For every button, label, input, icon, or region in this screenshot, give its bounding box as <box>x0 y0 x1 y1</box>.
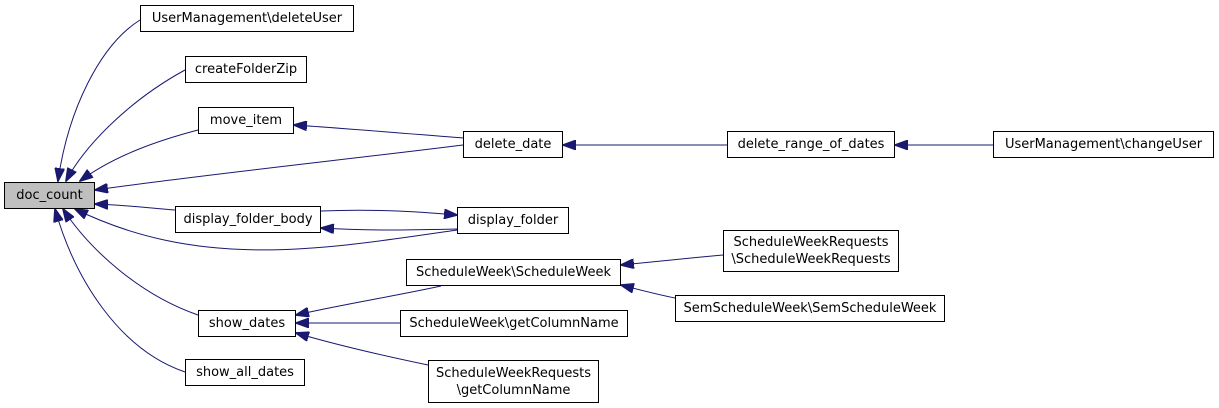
node-label: show_all_dates <box>196 365 294 380</box>
node-scheduleweekrequests-scheduleweekrequests[interactable]: ScheduleWeekRequests \ScheduleWeekRequest… <box>723 230 899 272</box>
edge-displayfolder-to-folderbody <box>321 228 458 230</box>
node-label: UserManagement\changeUser <box>1004 137 1203 152</box>
node-label-line-2: \ScheduleWeekRequests <box>731 252 891 267</box>
node-semscheduleweek-semscheduleweek[interactable]: SemScheduleWeek\SemScheduleWeek <box>675 295 945 322</box>
node-label: ScheduleWeek\ScheduleWeek <box>415 265 612 280</box>
node-label-line-1: ScheduleWeekRequests <box>436 365 591 381</box>
edge-showdates-to-doccount <box>63 209 199 316</box>
edge-sw-to-showdates <box>296 285 442 315</box>
node-label: delete_range_of_dates <box>737 137 885 152</box>
node-delete-date[interactable]: delete_date <box>463 131 563 158</box>
edge-swrcol-to-showdates <box>296 333 429 366</box>
node-label: UserManagement\deleteUser <box>151 11 343 26</box>
edge-showall-to-doccount <box>55 209 186 373</box>
node-display-folder-body[interactable]: display_folder_body <box>175 206 321 233</box>
edge-deletedate-to-doccount <box>95 144 464 190</box>
edge-createzip-to-doccount <box>66 69 186 181</box>
node-label-line-2: \getColumnName <box>456 382 571 398</box>
node-show-dates[interactable]: show_dates <box>198 310 296 337</box>
edge-folderbody-to-displayfolder <box>320 210 457 215</box>
node-scheduleweekrequests-getcolumnname[interactable]: ScheduleWeekRequests\getColumnName <box>428 360 599 403</box>
node-usermanagement-deleteuser[interactable]: UserManagement\deleteUser <box>140 5 354 32</box>
edge-swr-to-sw <box>621 254 724 265</box>
node-label: doc_count <box>16 188 83 203</box>
node-label: show_dates <box>208 316 286 331</box>
node-label-line-1: ScheduleWeekRequests <box>733 235 889 250</box>
node-display-folder[interactable]: display_folder <box>457 207 569 234</box>
node-scheduleweek-scheduleweek[interactable]: ScheduleWeek\ScheduleWeek <box>406 259 621 286</box>
edge-displayfolder-to-doccount <box>75 209 458 251</box>
node-label: ScheduleWeek\getColumnName <box>409 316 619 331</box>
node-doc-count: doc_count <box>4 182 95 209</box>
edge-folderbody-to-doccount <box>95 204 176 211</box>
node-usermanagement-changeuser[interactable]: UserManagement\changeUser <box>993 131 1214 158</box>
edge-deleteuser-to-doccount <box>58 19 141 181</box>
edge-moveitem-to-doccount <box>80 129 199 181</box>
edge-deletedate-to-moveitem <box>294 125 464 139</box>
node-delete-range-of-dates[interactable]: delete_range_of_dates <box>727 131 895 158</box>
node-label: display_folder <box>467 213 559 228</box>
node-createfolderzip[interactable]: createFolderZip <box>185 56 307 83</box>
node-move-item[interactable]: move_item <box>198 107 294 134</box>
node-label: display_folder_body <box>183 212 313 227</box>
node-scheduleweek-getcolumnname[interactable]: ScheduleWeek\getColumnName <box>400 310 628 337</box>
edge-ssw-to-sw <box>621 285 676 299</box>
node-label: createFolderZip <box>194 62 298 77</box>
node-show-all-dates[interactable]: show_all_dates <box>185 359 305 386</box>
node-label: move_item <box>209 113 283 128</box>
node-label: SemScheduleWeek\SemScheduleWeek <box>683 301 937 316</box>
node-label: delete_date <box>474 137 552 152</box>
